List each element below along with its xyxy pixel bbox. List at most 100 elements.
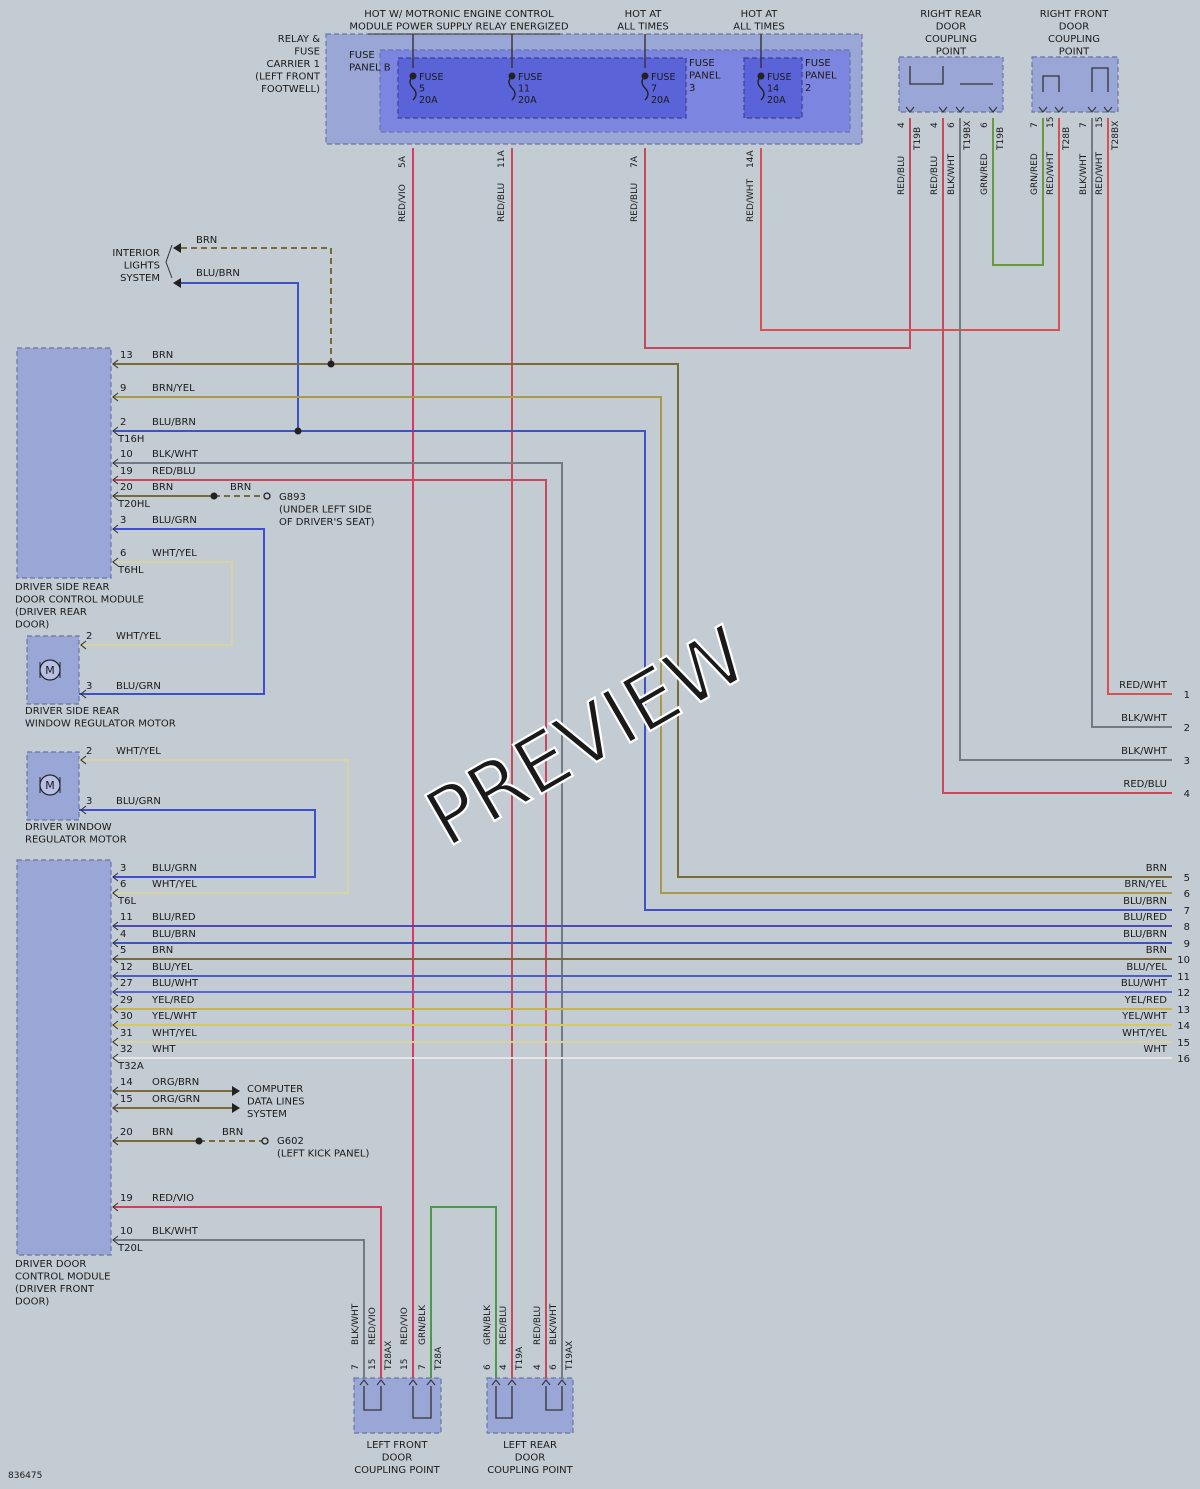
- data-lines-label-line: DATA LINES: [247, 1097, 305, 1108]
- wire-label: WHT/YEL: [152, 1028, 197, 1039]
- pin-number: 11: [120, 912, 133, 923]
- wire-label: BRN: [152, 482, 173, 493]
- connector-pin-mark: [376, 1379, 386, 1386]
- output-number: 7: [1184, 906, 1190, 917]
- pin-number: 19: [120, 1193, 133, 1204]
- rear-door-module-box: [16, 347, 112, 579]
- fuse-block-box: [397, 57, 687, 119]
- connector-pin-mark: [938, 106, 948, 113]
- wire-label: RED/BLU: [897, 156, 907, 195]
- data-lines-label-line: COMPUTER: [247, 1084, 303, 1095]
- wire-label: BLU/BRN: [152, 417, 196, 428]
- wire-label: RED/BLU: [930, 156, 940, 195]
- connector-id: T19A: [515, 1346, 525, 1371]
- wire-label: BLK/WHT: [351, 1303, 361, 1345]
- wire-output-6: [113, 396, 1172, 894]
- pin-number: 10: [120, 1226, 133, 1237]
- right-front-coupling-label-line: DOOR: [1059, 22, 1089, 33]
- left-rear-coupling-label-line: COUPLING POINT: [487, 1465, 573, 1476]
- right-rear-coupling-label-line: POINT: [936, 47, 967, 58]
- right-rear-coupling-label-line: DOOR: [936, 22, 966, 33]
- output-wire-label: RED/WHT: [1119, 680, 1168, 691]
- right-front-coupling-label-line: COUPLING: [1048, 34, 1100, 45]
- relay-carrier-label-line: (LEFT FRONT: [255, 72, 321, 83]
- wire-grn-blk-jumper: [430, 1206, 497, 1378]
- connector-id: T28A: [434, 1346, 444, 1371]
- motor-symbol: M: [45, 664, 55, 677]
- coupling-jumper: [909, 66, 944, 85]
- pin-number: 10: [120, 449, 133, 460]
- wire-blu-grn-rear: [79, 528, 265, 695]
- wire-label: RED/WHT: [1095, 151, 1105, 195]
- output-wire-label: BLU/BRN: [1123, 896, 1167, 907]
- front-module-label-line: CONTROL MODULE: [15, 1272, 110, 1283]
- pin-number: 6: [120, 548, 126, 559]
- coupling-jumper: [545, 1386, 563, 1411]
- ground-g602-label-line: (LEFT KICK PANEL): [277, 1149, 369, 1160]
- interior-lights-label-line: SYSTEM: [120, 273, 160, 284]
- connector-id: T20L: [117, 1243, 143, 1254]
- wire-label: BLU/YEL: [152, 962, 193, 973]
- connector-pin-mark: [112, 1004, 119, 1014]
- fuse-text-line: 20A: [419, 95, 438, 106]
- pin-number: 15: [120, 1094, 133, 1105]
- wire-label: BLU/WHT: [152, 978, 199, 989]
- wire-label: BLU/GRN: [152, 515, 197, 526]
- wire-label: WHT: [152, 1044, 176, 1055]
- hot-at-all-times-label-line: HOT AT: [625, 9, 663, 20]
- wire-label: RED/VIO: [152, 1193, 194, 1204]
- interior-lights-label-line: INTERIOR: [112, 248, 160, 259]
- connector-pin-mark: [1054, 106, 1064, 113]
- output-number: 10: [1177, 955, 1190, 966]
- rear-module-label-line: DOOR): [15, 620, 49, 631]
- fuse-panel-2-label-line: PANEL: [805, 71, 837, 82]
- pin-number: 7: [1030, 122, 1040, 128]
- connector-id: T28AX: [384, 1341, 394, 1371]
- pin-number: 4: [499, 1364, 509, 1370]
- pin-number: 15: [400, 1359, 410, 1370]
- fuse-terminal-label: 14A: [746, 150, 756, 168]
- connector-id: T19B: [996, 127, 1006, 151]
- wire-label: RED/VIO: [400, 1307, 410, 1345]
- bracket-icon: [165, 244, 173, 279]
- connector-id: T19AX: [565, 1341, 575, 1371]
- connector-pin-mark: [112, 971, 119, 981]
- fuse-text-line: FUSE: [419, 72, 443, 83]
- wire-label: BRN: [152, 945, 173, 956]
- rear-module-label-line: (DRIVER REAR: [15, 607, 87, 618]
- connector-pin-mark: [80, 640, 87, 650]
- coupling-jumper: [495, 1386, 513, 1419]
- fuse-icon: [508, 75, 516, 101]
- output-number: 8: [1184, 922, 1190, 933]
- connector-pin-mark: [80, 755, 87, 765]
- wire-label: ORG/BRN: [152, 1077, 199, 1088]
- wire-output-5: [113, 363, 1172, 878]
- pin-number: 6: [483, 1364, 493, 1370]
- coupling-jumper: [412, 1386, 432, 1419]
- connector-pin-mark: [359, 1379, 369, 1386]
- pin-number: 31: [120, 1028, 133, 1039]
- pin-number: 7: [351, 1364, 361, 1370]
- output-wire-label: RED/BLU: [1123, 779, 1167, 790]
- wire-blk-wht-rear: [113, 462, 563, 1378]
- fuse-panel-3-label-line: FUSE: [689, 58, 715, 69]
- pin-number: 4: [533, 1364, 543, 1370]
- wires: [79, 33, 1172, 1378]
- front-motor-label-line: REGULATOR MOTOR: [25, 835, 127, 846]
- output-number: 13: [1177, 1005, 1190, 1016]
- wire-label: BLU/BRN: [196, 268, 240, 279]
- wire-brn-interior: [181, 247, 332, 364]
- wire-label: YEL/RED: [151, 995, 195, 1006]
- right-rear-coupling-label-line: RIGHT REAR: [920, 9, 982, 20]
- left-rear-coupling-box: [486, 1377, 574, 1434]
- ground-g893-label-line: G893: [279, 492, 306, 503]
- fuse-panel-3-label-line: 3: [689, 83, 695, 94]
- arrow-icon: [232, 1086, 240, 1096]
- connector-pin-mark: [112, 1103, 119, 1113]
- pin-number: 7: [1079, 122, 1089, 128]
- output-wire-label: BLU/BRN: [1123, 929, 1167, 940]
- relay-carrier-label-line: RELAY &: [278, 34, 320, 45]
- pin-number: 4: [930, 122, 940, 128]
